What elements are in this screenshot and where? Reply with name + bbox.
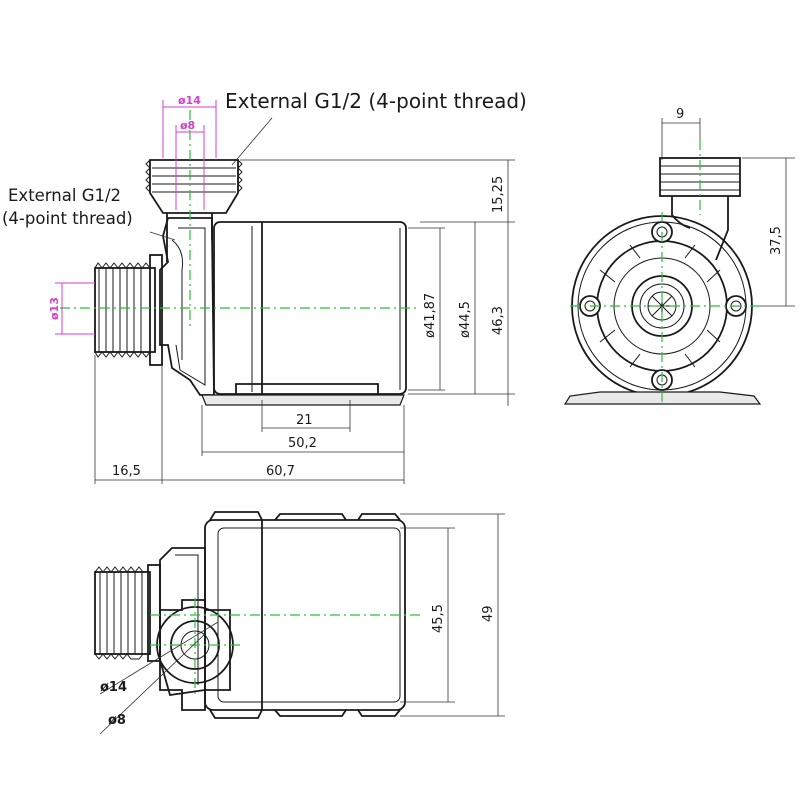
front-elevation-view: 9 37,5	[563, 107, 795, 405]
side-elevation-view: ø14 ø8 ø13 ø41,87 ø44,5 46,3 15,25	[2, 89, 527, 484]
callout-side-inlet-line2: (4-point thread)	[2, 209, 133, 228]
dim-bottom-outer: ø14	[100, 680, 127, 695]
dim-outlet-height: 15,25	[491, 176, 506, 213]
plan-dims: 45,5 49 ø14 ø8	[99, 513, 505, 735]
dim-motor-outer: ø44,5	[458, 301, 473, 338]
dim-body-length: 60,7	[266, 464, 295, 479]
dim-slot: 21	[296, 413, 313, 428]
dim-total-width: 49	[481, 605, 496, 622]
callout-side-inlet-line1: External G1/2	[8, 186, 121, 205]
dim-bottom-inner: ø8	[108, 713, 126, 728]
side-height-dims: ø41,87 ø44,5 46,3 15,25	[240, 159, 515, 406]
dim-outlet-outer: ø14	[178, 94, 201, 107]
dim-motor-inner: ø41,87	[423, 293, 438, 338]
side-length-dims: 21 50,2 16,5 60,7	[94, 355, 405, 484]
dim-inlet: ø13	[48, 297, 61, 320]
callout-top-outlet: External G1/2 (4-point thread)	[225, 89, 527, 113]
dim-total-height: 46,3	[491, 306, 506, 335]
dim-outlet-offset: 9	[676, 107, 684, 122]
front-dims: 9 37,5	[661, 107, 795, 307]
dim-base-width: 50,2	[288, 436, 317, 451]
outlet-diameter-dims: ø14 ø8	[162, 94, 217, 210]
plan-view: 45,5 49 ø14 ø8	[94, 511, 505, 735]
dim-outlet-inner: ø8	[180, 119, 195, 132]
dim-body-width: 45,5	[431, 604, 446, 633]
dim-outlet-height-side: 37,5	[769, 226, 784, 255]
dim-inlet-length: 16,5	[112, 464, 141, 479]
inlet-diameter-dim: ø13	[48, 282, 95, 335]
